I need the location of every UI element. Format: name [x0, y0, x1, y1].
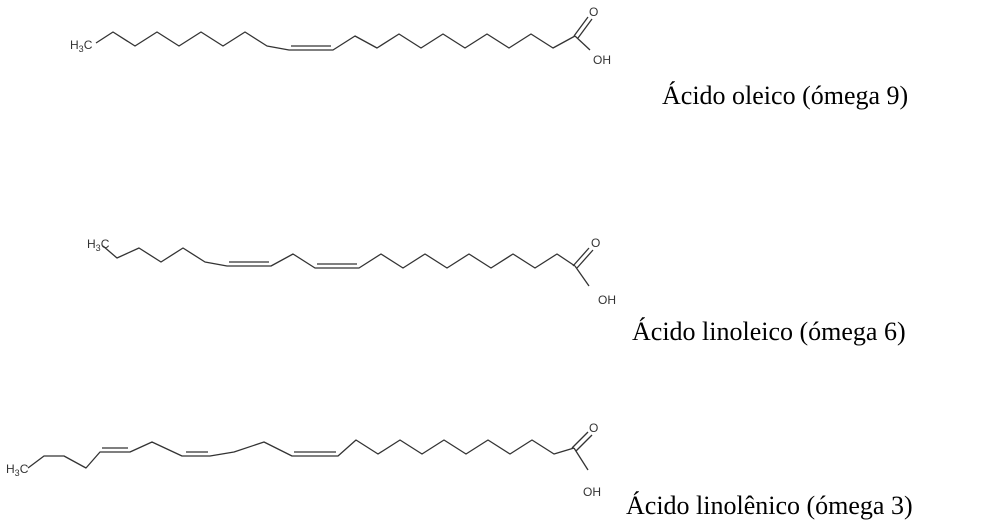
- hydroxyl-label: OH: [593, 53, 611, 67]
- hydroxyl-label: OH: [598, 293, 616, 307]
- carbonyl-oxygen-label: O: [591, 236, 600, 250]
- carboxyl-co-bond: [573, 447, 589, 471]
- terminal-methyl-label: H3C: [70, 38, 93, 54]
- carbonyl-bond-second: [575, 434, 593, 452]
- carbonyl-bond: [573, 16, 589, 37]
- carbonyl-oxygen-label: O: [589, 421, 598, 435]
- molecule-oleic-acid: H3C O OH Ácido oleico (ómega 9): [70, 5, 908, 110]
- molecule-name: Ácido oleico (ómega 9): [662, 81, 908, 110]
- hydroxyl-label: OH: [583, 485, 601, 499]
- carboxyl-co-bond: [574, 35, 591, 51]
- carbonyl-bond: [572, 247, 590, 267]
- carbon-chain: [95, 31, 576, 51]
- carbonyl-bond-second: [576, 249, 594, 269]
- terminal-methyl-label: H3C: [6, 462, 29, 478]
- terminal-methyl-label: H3C: [87, 237, 110, 253]
- carbon-chain: [102, 245, 576, 269]
- carboxyl-co-bond: [574, 265, 590, 287]
- molecule-linoleic-acid: H3C O OH Ácido linoleico (ómega 6): [87, 236, 906, 346]
- carbonyl-bond: [571, 431, 589, 449]
- molecule-linolenic-acid: H3C O OH Ácido linolênico (ómega 3): [6, 421, 913, 520]
- molecule-name: Ácido linolênico (ómega 3): [626, 491, 913, 520]
- carbonyl-bond-second: [577, 18, 593, 39]
- molecule-name: Ácido linoleico (ómega 6): [632, 317, 906, 346]
- carbon-chain: [27, 439, 575, 469]
- carbonyl-oxygen-label: O: [589, 5, 598, 19]
